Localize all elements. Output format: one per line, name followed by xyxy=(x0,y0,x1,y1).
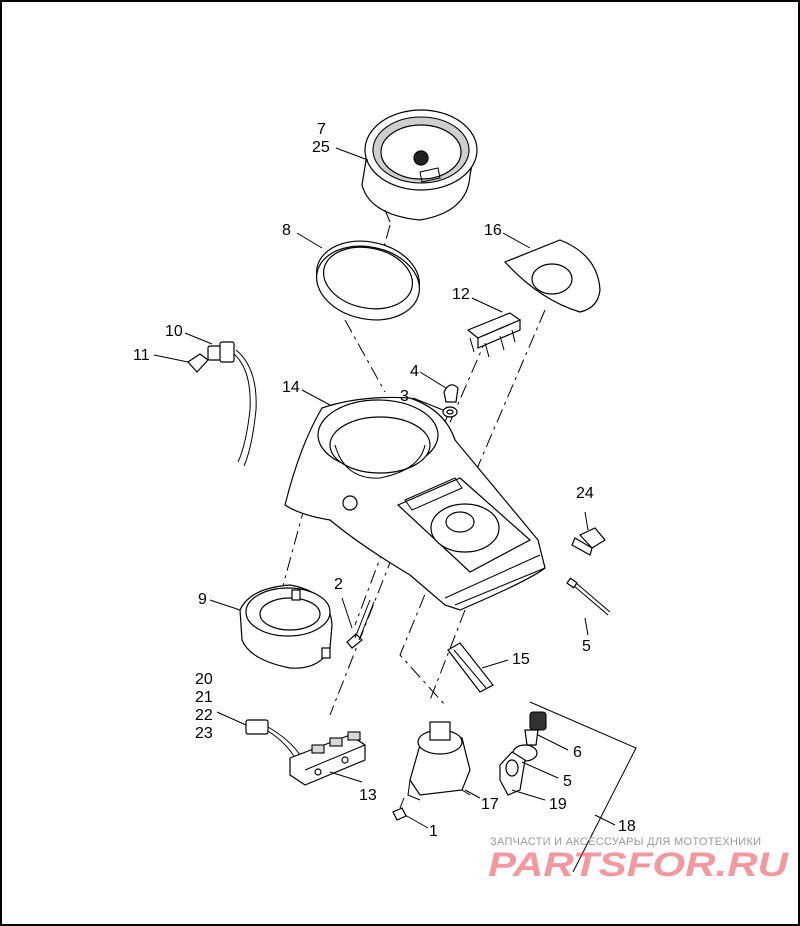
lbl-3: 3 xyxy=(400,388,409,405)
cable-tie-upper xyxy=(566,577,611,616)
switch-module xyxy=(245,719,366,786)
bezel-decal xyxy=(503,239,601,313)
lbl-14: 14 xyxy=(282,379,300,396)
speedometer-gauge xyxy=(361,109,478,223)
lbl-23: 23 xyxy=(195,725,213,742)
sensor-with-wire xyxy=(187,341,257,467)
lbl-11: 11 xyxy=(133,347,150,364)
lbl-7: 7 xyxy=(317,121,326,138)
mount-screw xyxy=(392,797,407,821)
lbl-18: 18 xyxy=(618,818,636,835)
lbl-1: 1 xyxy=(429,823,438,840)
lbl-22: 22 xyxy=(195,707,213,724)
leader-lines xyxy=(153,147,589,829)
lbl-17: 17 xyxy=(481,796,499,813)
gauge-mount-ring xyxy=(239,584,333,669)
reflector-strip xyxy=(447,642,494,693)
lbl-12: 12 xyxy=(452,286,470,303)
lbl-2: 2 xyxy=(334,576,343,593)
screw xyxy=(346,599,375,649)
lbl-4: 4 xyxy=(410,363,419,380)
group-bracket-18 xyxy=(529,701,637,873)
console-housing xyxy=(284,396,546,611)
ignition-switch xyxy=(407,721,471,801)
watermark-tagline: ЗАПЧАСТИ И АКСЕССУАРЫ ДЛЯ МОТОТЕХНИКИ xyxy=(490,836,761,848)
lbl-25: 25 xyxy=(312,139,330,156)
lbl-19: 19 xyxy=(549,796,567,813)
lbl-8: 8 xyxy=(282,222,291,239)
lbl-6: 6 xyxy=(573,744,582,761)
lbl-10: 10 xyxy=(165,323,183,340)
lbl-9: 9 xyxy=(198,591,207,608)
watermark: ЗАПЧАСТИ И АКСЕССУАРЫ ДЛЯ МОТОТЕХНИКИ PA… xyxy=(488,836,790,884)
cable-clip xyxy=(571,511,606,556)
lbl-15: 15 xyxy=(512,651,530,668)
knob-and-washer xyxy=(442,384,459,418)
lbl-24: 24 xyxy=(576,485,594,502)
lbl-5a: 5 xyxy=(582,638,591,655)
indicator-bracket xyxy=(466,312,522,358)
watermark-brand: PARTSFOR.RU xyxy=(488,846,790,884)
lbl-20: 20 xyxy=(195,671,213,688)
callout-labels: 7 25 8 16 12 10 11 4 3 14 24 2 9 5 15 20… xyxy=(133,121,636,840)
lbl-5b: 5 xyxy=(563,773,572,790)
lbl-13: 13 xyxy=(359,787,377,804)
lbl-21: 21 xyxy=(195,689,213,706)
key-assembly xyxy=(499,711,547,796)
lbl-16: 16 xyxy=(484,222,502,239)
gasket-ring xyxy=(315,240,421,321)
